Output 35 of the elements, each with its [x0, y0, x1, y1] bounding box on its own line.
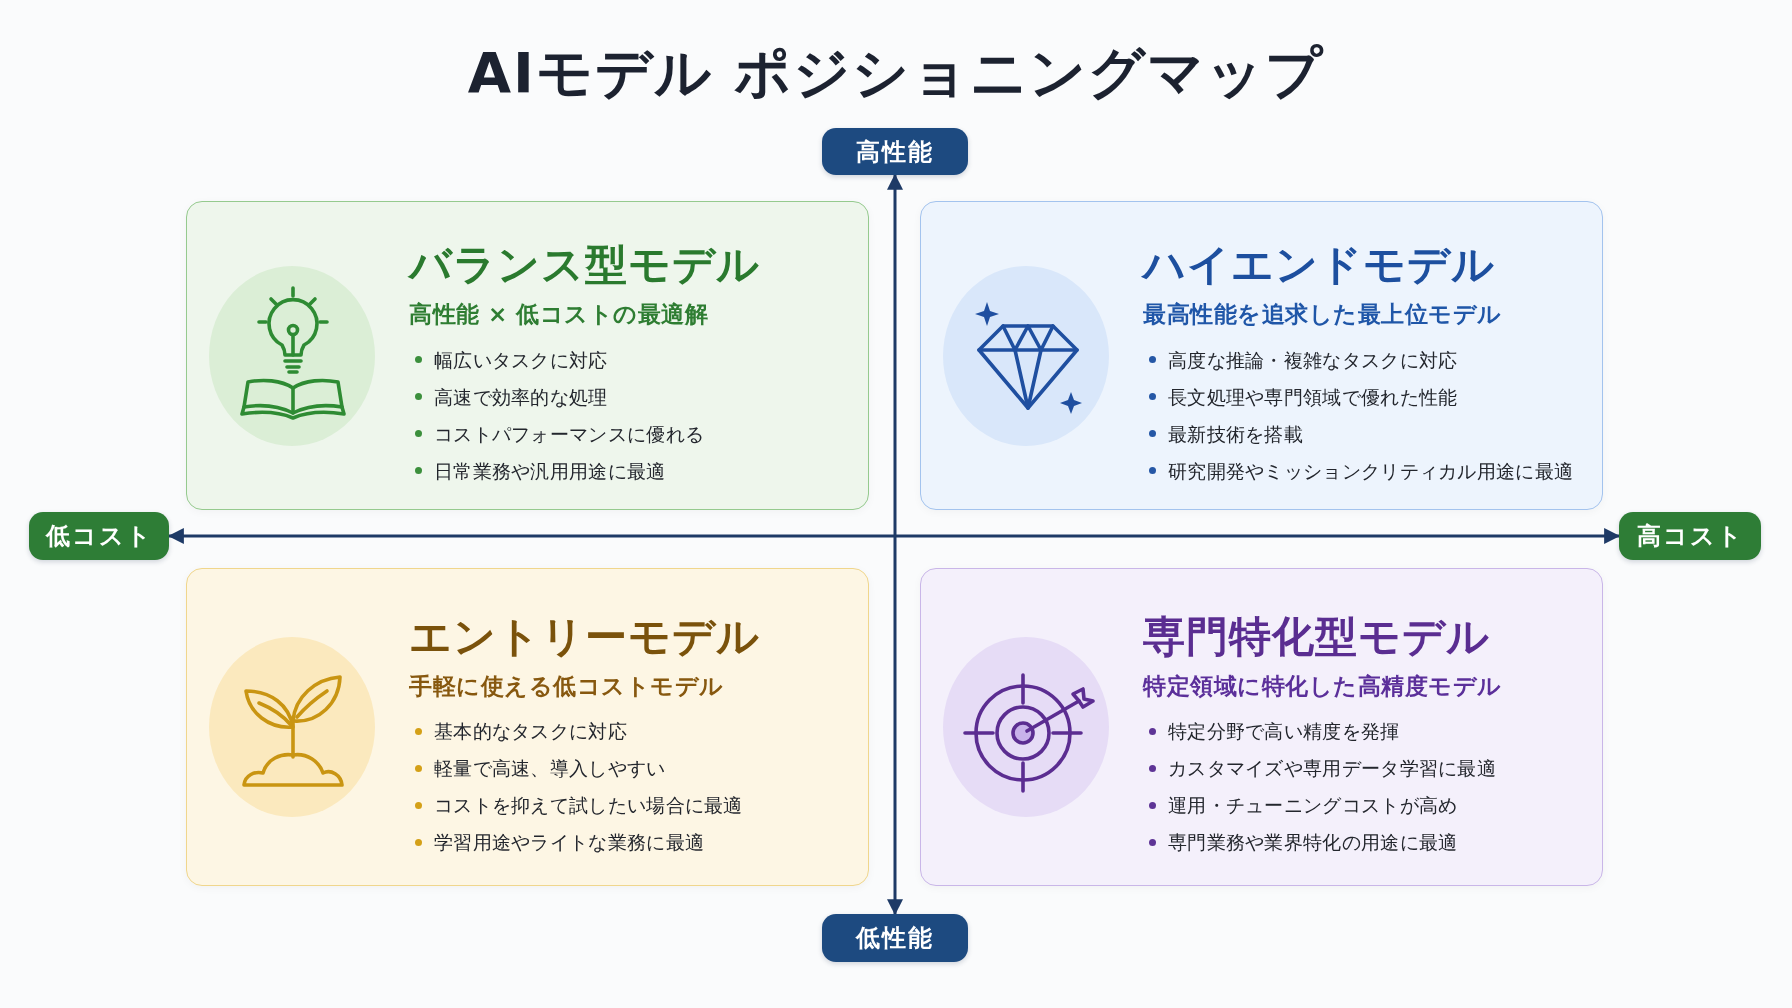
card-subtitle: 特定領域に特化した高精度モデル [1143, 671, 1502, 701]
bullet-text: 高度な推論・複雑なタスクに対応 [1168, 347, 1458, 373]
quadrant-card [920, 568, 1603, 886]
axis-label: 低コスト [29, 512, 169, 560]
axis-label: 高性能 [822, 128, 968, 175]
bullet-text: 運用・チューニングコストが高め [1168, 793, 1458, 818]
bullet-text: 高速で効率的な処理 [434, 384, 608, 410]
bullet-text: カスタマイズや専用データ学習に最適 [1168, 756, 1497, 781]
card-title: エントリーモデル [409, 611, 760, 662]
bullet-text: 学習用途やライトな業務に最適 [434, 830, 705, 855]
double-arrow-line [167, 528, 1621, 544]
card-subtitle: 最高性能を追求した最上位モデル [1143, 300, 1502, 329]
quadrant-card [186, 201, 869, 510]
bullet-text: コストパフォーマンスに優れる [434, 421, 705, 447]
card-title: バランス型モデル [409, 240, 760, 290]
double-arrow-line [887, 173, 903, 916]
bullet-text: 研究開発やミッションクリティカル用途に最適 [1168, 458, 1574, 484]
card-title: 専門特化型モデル [1143, 611, 1490, 662]
bullet-text: 日常業務や汎用用途に最適 [434, 458, 666, 484]
bullet-text: 長文処理や専門領域で優れた性能 [1168, 384, 1458, 410]
quadrant-card [186, 568, 869, 886]
card-subtitle: 手軽に使える低コストモデル [409, 671, 724, 701]
card-title: ハイエンドモデル [1143, 240, 1495, 290]
bullet-text: 軽量で高速、導入しやすい [434, 756, 666, 781]
bullet-text: 基本的なタスクに対応 [434, 719, 627, 744]
title: AIモデル ポジショニングマップ [467, 40, 1325, 106]
axis-label: 高コスト [1619, 512, 1761, 560]
bullet-text: 最新技術を搭載 [1168, 421, 1304, 447]
quadrant-card [920, 201, 1603, 510]
bullet-text: 特定分野で高い精度を発揮 [1168, 719, 1400, 744]
bullet-text: 専門業務や業界特化の用途に最適 [1168, 830, 1458, 855]
card-subtitle: 高性能 × 低コストの最適解 [409, 300, 709, 329]
bullet-text: 幅広いタスクに対応 [434, 347, 608, 373]
axis-label: 低性能 [822, 914, 968, 962]
bullet-text: コストを抑えて試したい場合に最適 [434, 793, 743, 818]
